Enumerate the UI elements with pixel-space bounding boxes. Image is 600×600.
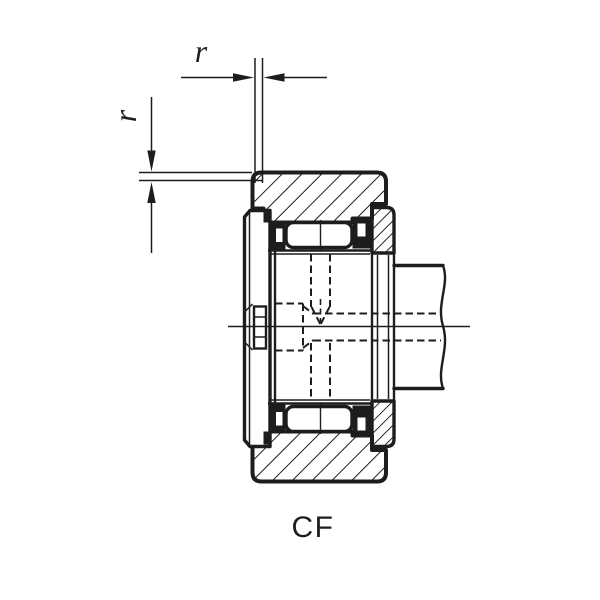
- socket-cone-upper: [302, 305, 315, 315]
- roller-top: [284, 220, 354, 250]
- arrowhead-right-pointing: [233, 73, 254, 82]
- washer-bottom-section: [370, 399, 396, 449]
- arrowhead-up-pointing: [147, 182, 156, 203]
- dimension-r-left: r: [107, 97, 262, 253]
- arrowhead-down-pointing: [147, 150, 156, 172]
- drill-cone-right: [319, 306, 331, 325]
- arrowhead-left-pointing: [263, 73, 285, 82]
- socket-cone-lower: [302, 339, 315, 349]
- seal-bottom-left-lip: [263, 431, 270, 445]
- roller-bottom: [284, 404, 354, 434]
- bearing-type-label: CF: [292, 511, 335, 544]
- dimension-r-top: r: [181, 33, 327, 183]
- flange-chamfer-upper: [244, 303, 254, 312]
- seal-bottom-left-slot: [276, 412, 283, 426]
- seal-top-right-slot: [357, 223, 366, 237]
- outer-ring-top-section: [250, 170, 388, 225]
- radius-label-top: r: [195, 33, 208, 69]
- seal-bottom-right-slot: [357, 417, 366, 431]
- washer-top-section: [370, 205, 396, 255]
- seals: [263, 209, 372, 445]
- flange-chamfer-lower: [244, 342, 254, 351]
- drill-cone-left: [310, 306, 322, 325]
- socket-opening: [252, 305, 268, 350]
- seal-top-left-lip: [263, 209, 270, 223]
- seal-top-left-slot: [276, 228, 283, 242]
- outer-ring-bottom-section: [250, 429, 388, 484]
- needle-rollers: [284, 220, 354, 434]
- radius-label-left: r: [107, 109, 143, 122]
- grease-duct-hidden-lines: [275, 254, 441, 400]
